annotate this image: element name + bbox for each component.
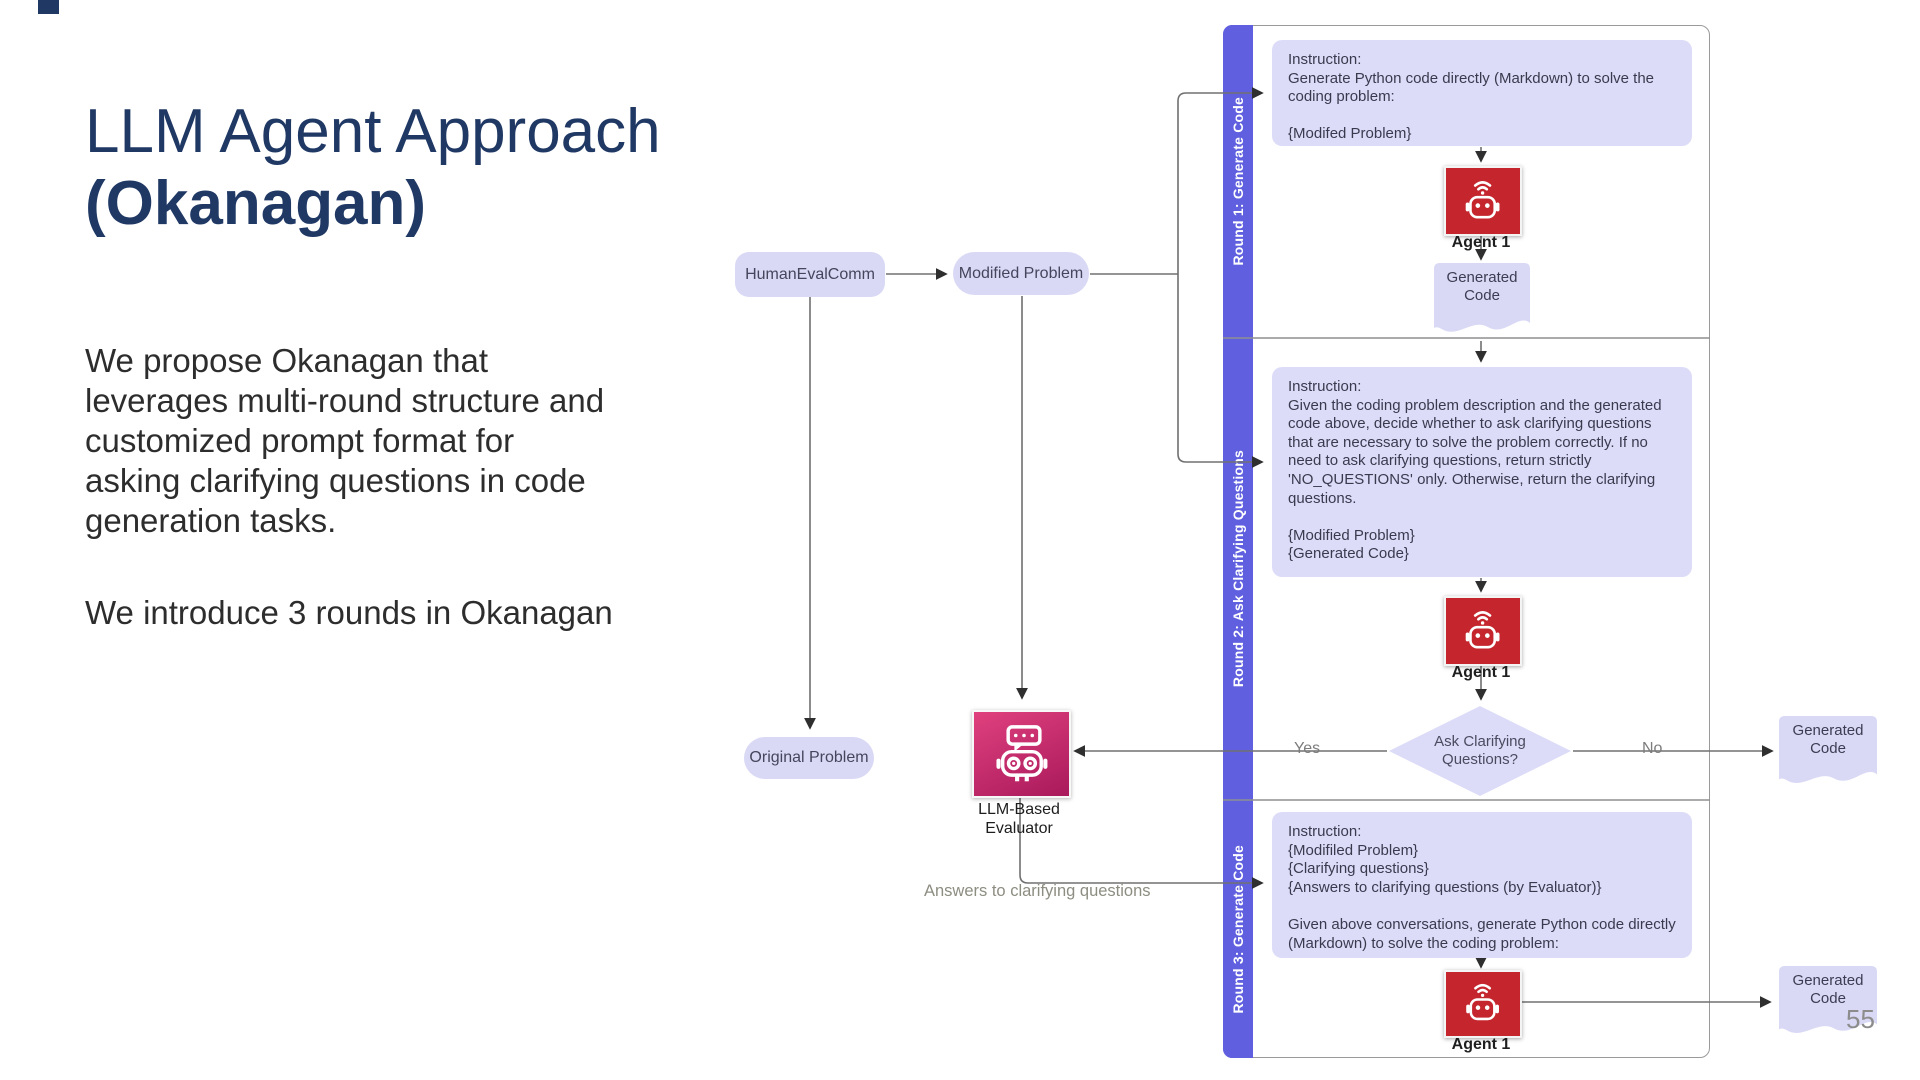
document-shape	[1779, 716, 1877, 784]
body-paragraph-1: We propose Okanagan that leverages multi…	[85, 342, 605, 539]
edge-label-yes: Yes	[1294, 740, 1321, 757]
doc-generated-code-round1: Generated Code	[1434, 263, 1530, 341]
page-title: LLM Agent Approach (Okanagan)	[85, 96, 845, 240]
document-shape	[1779, 966, 1877, 1034]
round-2-instruction: Instruction: Given the coding problem de…	[1272, 367, 1692, 577]
round-3-instruction: Instruction: {Modifiled Problem} {Clarif…	[1272, 812, 1692, 958]
llm-evaluator	[972, 710, 1071, 798]
node-modified-problem: Modified Problem	[953, 252, 1089, 295]
round-1-instruction: Instruction: Generate Python code direct…	[1272, 40, 1692, 146]
node-humanevalcomm-label: HumanEvalComm	[745, 265, 875, 283]
doc-generated-code-no-branch: Generated Code	[1779, 716, 1877, 792]
doc-generated-code-no-branch-label: Generated Code	[1792, 722, 1864, 757]
doc-generated-code-round3-label: Generated Code	[1792, 972, 1864, 1007]
round-3-band: Round 3: Generate Code	[1223, 800, 1253, 1058]
agent1-round2-label: Agent 1	[1451, 664, 1511, 681]
body-paragraph-2: We introduce 3 rounds in Okanagan	[85, 594, 613, 631]
node-modified-problem-label: Modified Problem	[958, 264, 1084, 282]
round-3-band-label: Round 3: Generate Code	[1230, 844, 1246, 1014]
node-original-problem-label: Original Problem	[749, 749, 869, 766]
llm-evaluator-label: LLM-Based Evaluator	[978, 801, 1060, 838]
node-humanevalcomm: HumanEvalComm	[735, 252, 885, 297]
page-title-line1: LLM Agent Approach	[85, 97, 661, 166]
decision-label: Ask Clarifying Questions?	[1434, 733, 1526, 768]
agent1-round1	[1444, 166, 1522, 236]
edge-label-answers: Answers to clarifying questions	[924, 882, 1151, 900]
agent1-round3-label: Agent 1	[1451, 1036, 1511, 1053]
robot-icon	[1466, 984, 1500, 1021]
round-1-band: Round 1: Generate Code	[1223, 25, 1253, 338]
doc-generated-code-round1-label: Generated Code	[1446, 269, 1518, 304]
robot-icon	[1466, 610, 1500, 649]
page-number: 55	[1846, 1004, 1875, 1034]
agent1-round2	[1444, 596, 1522, 666]
round-2-band-label: Round 2: Ask Clarifying Questions	[1230, 450, 1246, 688]
document-shape	[1434, 263, 1530, 332]
edge-label-no: No	[1642, 740, 1663, 757]
doc-generated-code-round3: Generated Code	[1779, 966, 1877, 1042]
node-original-problem: Original Problem	[744, 737, 874, 779]
page-title-line2: (Okanagan)	[85, 168, 427, 238]
round-1-band-label: Round 1: Generate Code	[1230, 97, 1246, 266]
round-2-band: Round 2: Ask Clarifying Questions	[1223, 338, 1253, 800]
chat-robot-icon	[996, 724, 1047, 781]
agent1-round3	[1444, 970, 1522, 1038]
agent1-round1-label: Agent 1	[1451, 234, 1511, 251]
robot-icon	[1466, 180, 1500, 219]
corner-accent	[38, 0, 59, 14]
